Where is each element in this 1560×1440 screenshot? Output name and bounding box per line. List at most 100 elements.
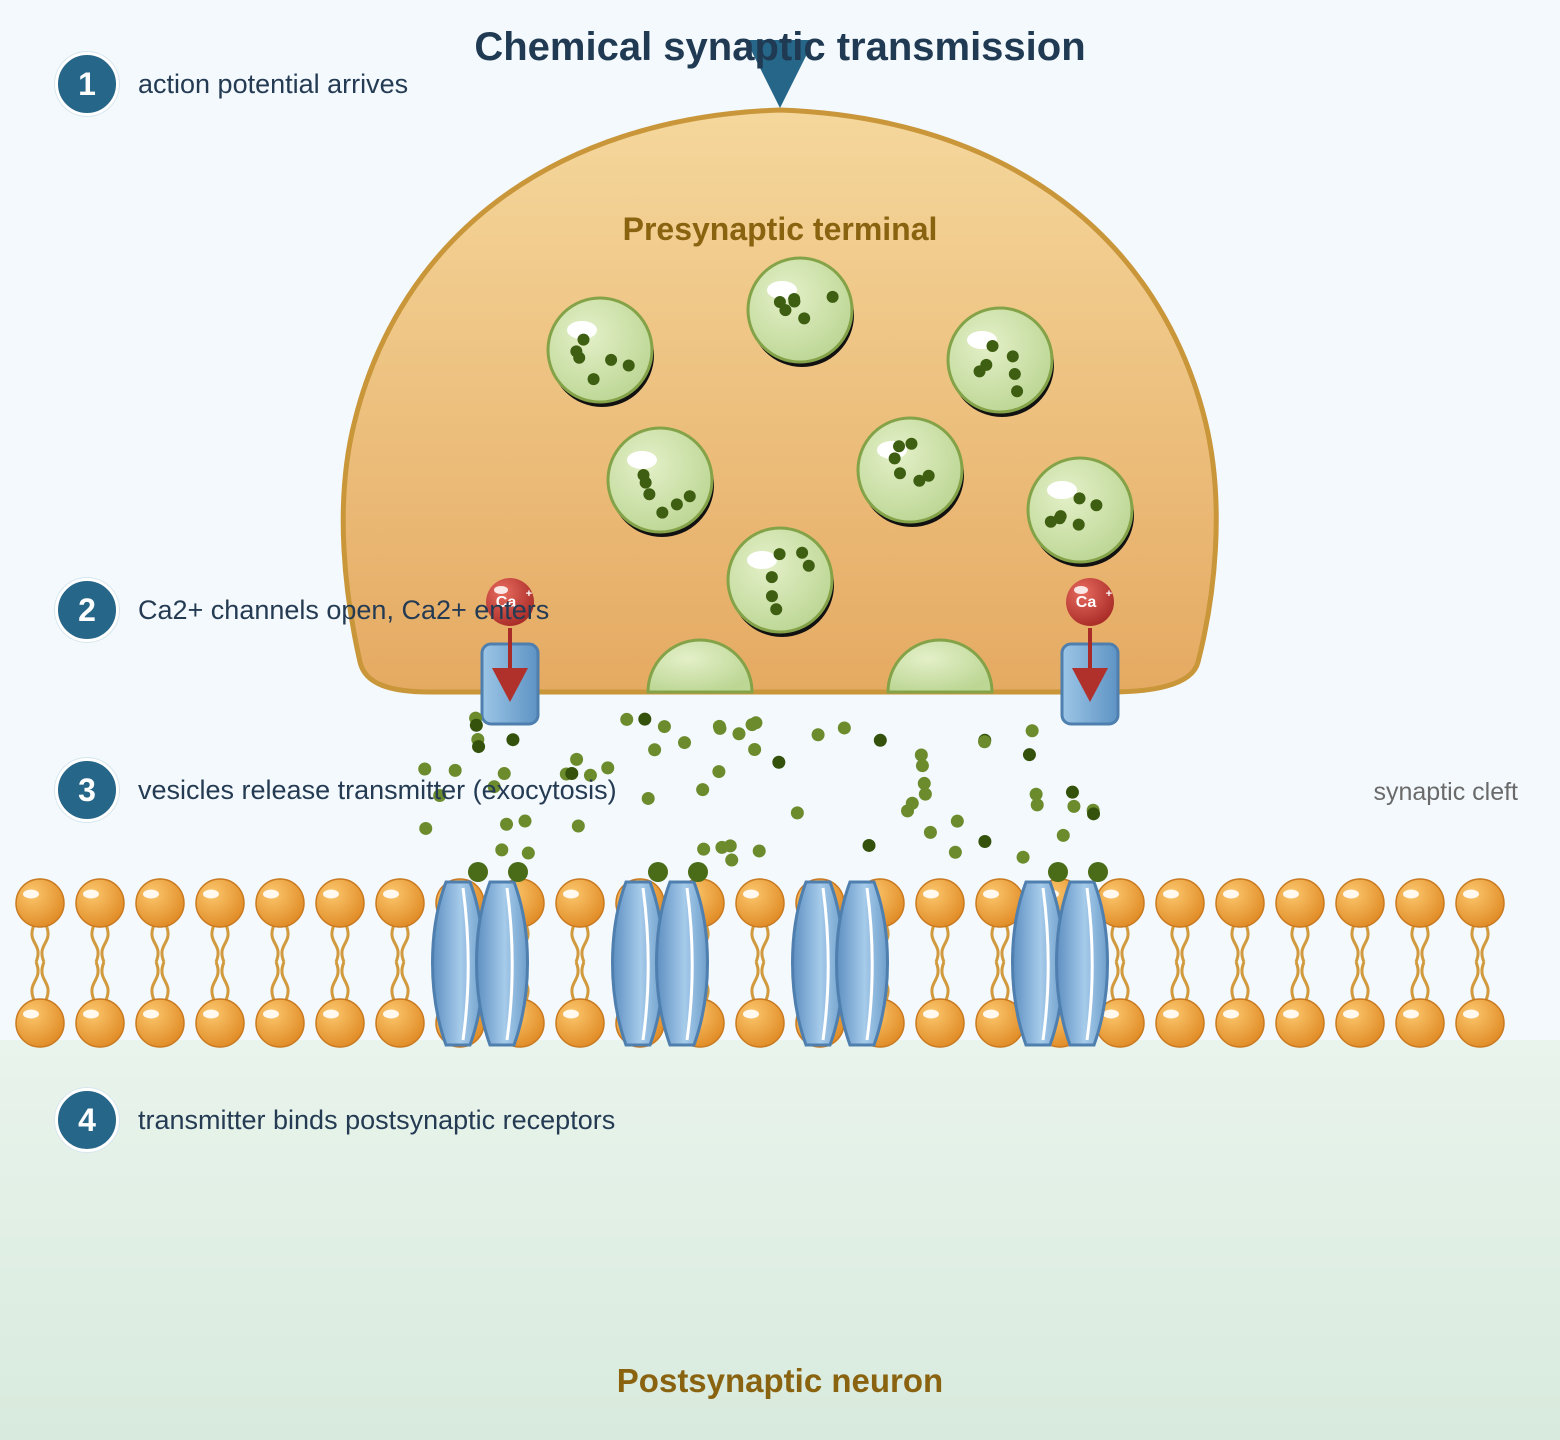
phospholipid-head — [915, 998, 965, 1048]
step-3-text: vesicles release transmitter (exocytosis… — [138, 774, 617, 805]
calcium-channels: Ca +Ca + — [480, 578, 1120, 726]
phospholipid-head — [1455, 998, 1505, 1048]
neurotransmitter-molecule — [500, 817, 514, 831]
calcium-channel: Ca + — [1060, 578, 1120, 726]
neurotransmitter-molecule — [725, 853, 739, 867]
bound-transmitter — [648, 862, 668, 882]
phospholipid-head — [555, 878, 605, 928]
fusing-vesicle — [646, 638, 754, 694]
receptor-subunit — [475, 880, 529, 1047]
neurotransmitter-molecule — [433, 789, 447, 803]
neurotransmitter-molecule — [1025, 724, 1039, 738]
neurotransmitter-molecule — [469, 718, 483, 732]
phospholipid-head — [735, 878, 785, 928]
phospholipid-head — [1215, 878, 1265, 928]
step-3: 3 vesicles release transmitter (exocytos… — [55, 758, 617, 822]
bound-transmitter — [468, 862, 488, 882]
neurotransmitter-molecule — [772, 755, 786, 769]
neurotransmitter-molecule — [570, 752, 584, 766]
calcium-charge-label: + — [1106, 588, 1112, 600]
neurotransmitter-molecules — [418, 711, 1101, 867]
bound-transmitter — [1048, 862, 1068, 882]
neurotransmitter-molecule — [1067, 799, 1081, 813]
neurotransmitter-molecule — [1065, 785, 1079, 799]
calcium-ion-label: Ca — [1076, 594, 1097, 611]
neurotransmitter-molecule — [497, 767, 511, 781]
neurotransmitter-molecule — [419, 821, 433, 835]
postsynaptic-region — [0, 1040, 1560, 1440]
action-potential-arrow-icon — [746, 40, 814, 108]
neurotransmitter-molecule — [448, 763, 462, 777]
neurotransmitter-molecule — [918, 787, 932, 801]
phospholipid-head — [15, 998, 65, 1048]
neurotransmitter-molecule — [752, 844, 766, 858]
neurotransmitter-molecule — [620, 712, 634, 726]
neurotransmitter-molecule — [521, 846, 535, 860]
bound-transmitter — [688, 862, 708, 882]
phospholipid-head — [315, 878, 365, 928]
vesicle — [746, 256, 854, 367]
vesicle — [856, 416, 964, 527]
vesicle — [1026, 456, 1134, 567]
neurotransmitter-molecule — [696, 783, 710, 797]
neurotransmitter-molecule — [950, 814, 964, 828]
neurotransmitter-molecule — [712, 765, 726, 779]
neurotransmitter-molecule — [583, 768, 597, 782]
vesicle — [726, 526, 834, 637]
neurotransmitter-molecule — [1022, 748, 1036, 762]
postsynaptic-label: Postsynaptic neuron — [617, 1362, 943, 1399]
phospholipid-head — [1275, 998, 1325, 1048]
neurotransmitter-molecule — [811, 728, 825, 742]
neurotransmitter-molecule — [506, 733, 520, 747]
neurotransmitter-molecule — [748, 742, 762, 756]
calcium-influx-arrow-icon — [1072, 668, 1108, 702]
neurotransmitter-molecule — [678, 736, 692, 750]
receptor-subunit — [655, 880, 709, 1047]
neurotransmitter-molecule — [641, 791, 655, 805]
neurotransmitter-molecule — [657, 720, 671, 734]
neurotransmitter-molecule — [648, 743, 662, 757]
neurotransmitter-molecule — [697, 842, 711, 856]
vesicle — [946, 306, 1054, 417]
synaptic-vesicles — [546, 256, 1134, 637]
neurotransmitter-molecule — [948, 845, 962, 859]
bound-transmitter — [1088, 862, 1108, 882]
bound-transmitter — [508, 862, 528, 882]
phospholipid-head — [1155, 998, 1205, 1048]
step-1-badge: 1 — [55, 52, 119, 116]
phospholipid-head — [315, 998, 365, 1048]
synaptic-cleft-label: synaptic cleft — [1373, 778, 1518, 806]
receptor-protein — [611, 862, 709, 1047]
step-2-text: Ca2+ channels open, Ca2+ enters — [138, 594, 550, 625]
step-4-badge: 4 — [55, 1088, 119, 1152]
neurotransmitter-molecule — [638, 712, 652, 726]
receptor-protein — [431, 862, 529, 1047]
phospholipid-head — [555, 998, 605, 1048]
receptor-subunit — [1055, 880, 1109, 1047]
neurotransmitter-molecule — [418, 762, 432, 776]
step-4: 4 transmitter binds postsynaptic recepto… — [55, 1088, 615, 1152]
presynaptic-label: Presynaptic terminal — [623, 211, 938, 247]
phospholipid-head — [735, 998, 785, 1048]
phospholipid-head — [1215, 998, 1265, 1048]
phospholipid-head — [1395, 878, 1445, 928]
vesicle — [546, 296, 654, 407]
neurotransmitter-molecule — [915, 759, 929, 773]
calcium-influx-arrow-icon — [492, 668, 528, 702]
neurotransmitter-molecule — [873, 733, 887, 747]
neurotransmitter-molecule — [978, 735, 992, 749]
neurotransmitter-molecule — [790, 806, 804, 820]
step-2-badge: 2 — [55, 578, 119, 642]
phospholipid-head — [135, 878, 185, 928]
phospholipid-head — [75, 878, 125, 928]
phospholipid-head — [1155, 878, 1205, 928]
neurotransmitter-molecule — [1030, 798, 1044, 812]
page-title: Chemical synaptic transmission — [474, 25, 1085, 69]
neurotransmitter-molecule — [1016, 850, 1030, 864]
phospholipid-head — [975, 998, 1025, 1048]
fusing-vesicle — [886, 638, 994, 694]
neurotransmitter-molecule — [712, 719, 726, 733]
neurotransmitter-molecule — [917, 776, 931, 790]
